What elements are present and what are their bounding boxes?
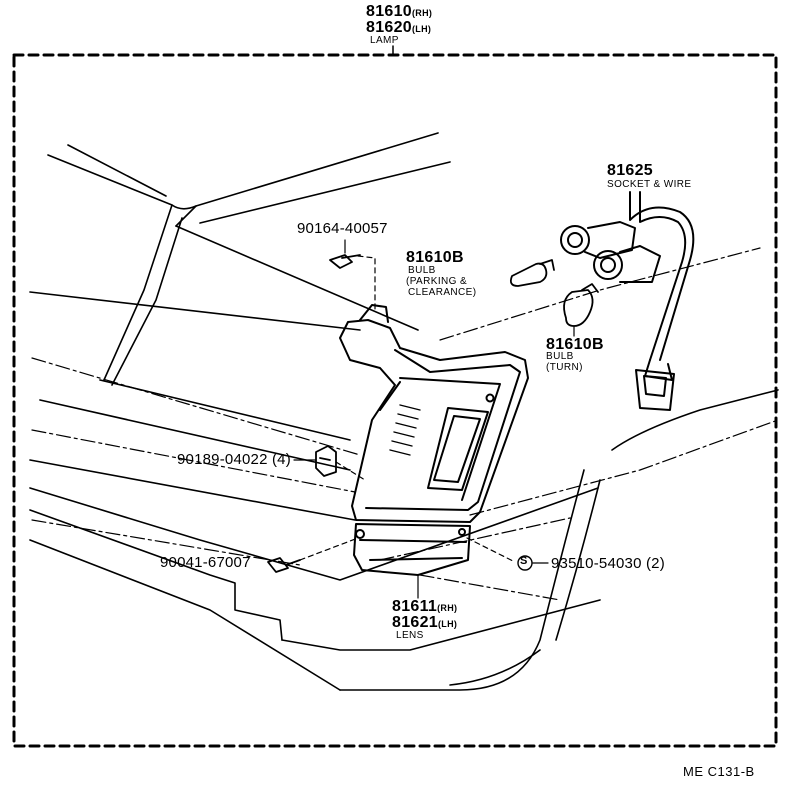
bulb-parking — [509, 259, 555, 287]
lens-pn-lh: 81621(LH) — [392, 615, 457, 631]
bulb-turn-desc1: BULB — [546, 351, 574, 362]
lens-pn-lh-number: 81621 — [392, 614, 438, 631]
bulb-parking-desc2: (PARKING & — [406, 276, 468, 287]
diagram-code: ME C131-B — [683, 764, 755, 779]
bulb-parking-desc3: CLEARANCE) — [408, 287, 477, 298]
car-body-outline — [29, 132, 779, 691]
centerlines — [31, 247, 779, 601]
lamp-pn-lh-number: 81620 — [366, 19, 412, 36]
socket-wire-desc: SOCKET & WIRE — [607, 179, 692, 190]
lens-side-rh: (RH) — [437, 603, 458, 613]
nut-pn: 93510-54030 (2) — [551, 555, 665, 572]
socket-wire-pn: 81625 — [607, 162, 653, 179]
lamp-pn-rh: 81610(RH) — [366, 4, 432, 20]
bulb-parking-desc1: BULB — [408, 265, 436, 276]
lens-desc: LENS — [396, 630, 424, 641]
nut-symbol-circle — [517, 555, 533, 571]
lens-pn-rh: 81611(RH) — [392, 599, 457, 615]
lamp-side-lh: (LH) — [412, 24, 432, 34]
bulb-parking-pn: 81610B — [406, 249, 464, 266]
lamp-housing — [339, 304, 529, 576]
clip-part — [315, 445, 337, 477]
screw-top-leader — [357, 255, 376, 311]
bulb-turn-pn: 81610B — [546, 336, 604, 353]
screw-top-pn: 90164-40057 — [297, 220, 388, 237]
screw-bottom-pn: 90041-67007 — [160, 554, 251, 571]
screw-bottom — [267, 557, 301, 573]
lens-side-lh: (LH) — [438, 619, 458, 629]
lens-pn-rh-number: 81611 — [392, 598, 438, 615]
lamp-desc: LAMP — [370, 35, 399, 46]
socket-and-wire — [560, 191, 695, 411]
bulb-turn — [563, 283, 599, 327]
lamp-pn-lh: 81620(LH) — [366, 20, 431, 36]
nut-symbol: S — [520, 555, 528, 567]
lamp-side-rh: (RH) — [412, 8, 433, 18]
screw-top — [329, 254, 361, 269]
lamp-pn-rh-number: 81610 — [366, 3, 412, 20]
assembly-border — [12, 53, 778, 748]
clip-pn: 90189-04022 (4) — [177, 451, 291, 468]
bulb-turn-desc2: (TURN) — [546, 362, 583, 373]
